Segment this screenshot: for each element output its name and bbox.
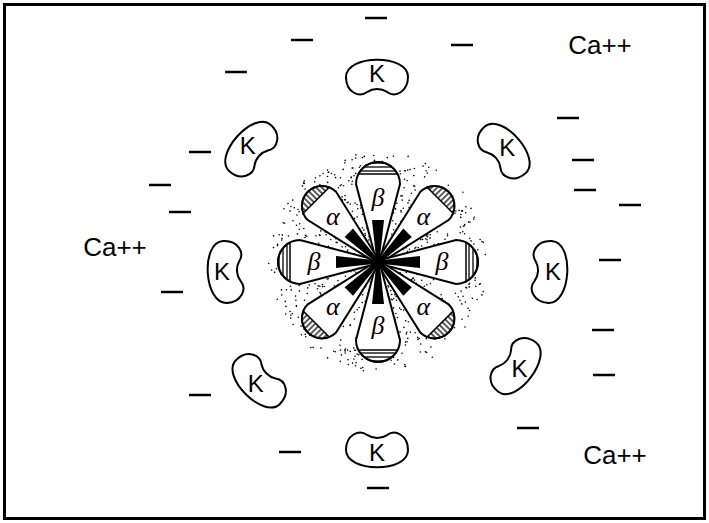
k-label: K — [248, 372, 264, 396]
k-label: K — [511, 357, 527, 381]
k-label: K — [499, 136, 515, 160]
k-channel-shape: K — [220, 344, 296, 420]
k-channel-shape: K — [339, 412, 415, 488]
stipple-shading — [268, 154, 486, 371]
subunit-label: β — [308, 249, 321, 275]
k-channel-shape: K — [512, 234, 588, 310]
negative-charges — [149, 18, 641, 488]
subunit-label: β — [436, 249, 449, 275]
k-channel-shape: K — [187, 234, 263, 310]
k-channel-shape: K — [467, 112, 543, 188]
k-label: K — [369, 441, 385, 465]
ion-label: Ca++ — [83, 234, 147, 260]
ion-label: Ca++ — [568, 32, 632, 58]
subunit-label: α — [326, 204, 340, 230]
subunit-label: α — [326, 294, 340, 320]
k-label: K — [214, 260, 230, 284]
ion-label: Ca++ — [583, 442, 647, 468]
subunit-label: α — [416, 294, 430, 320]
k-label: K — [369, 62, 385, 86]
subunit-label: β — [372, 185, 385, 211]
subunit-label: β — [372, 313, 385, 339]
k-channel-shape: K — [479, 329, 555, 405]
k-channel-shape: K — [212, 110, 288, 186]
k-label: K — [545, 260, 561, 284]
k-label: K — [240, 134, 256, 158]
k-channel-shape: K — [339, 39, 415, 115]
subunit-label: α — [416, 204, 430, 230]
